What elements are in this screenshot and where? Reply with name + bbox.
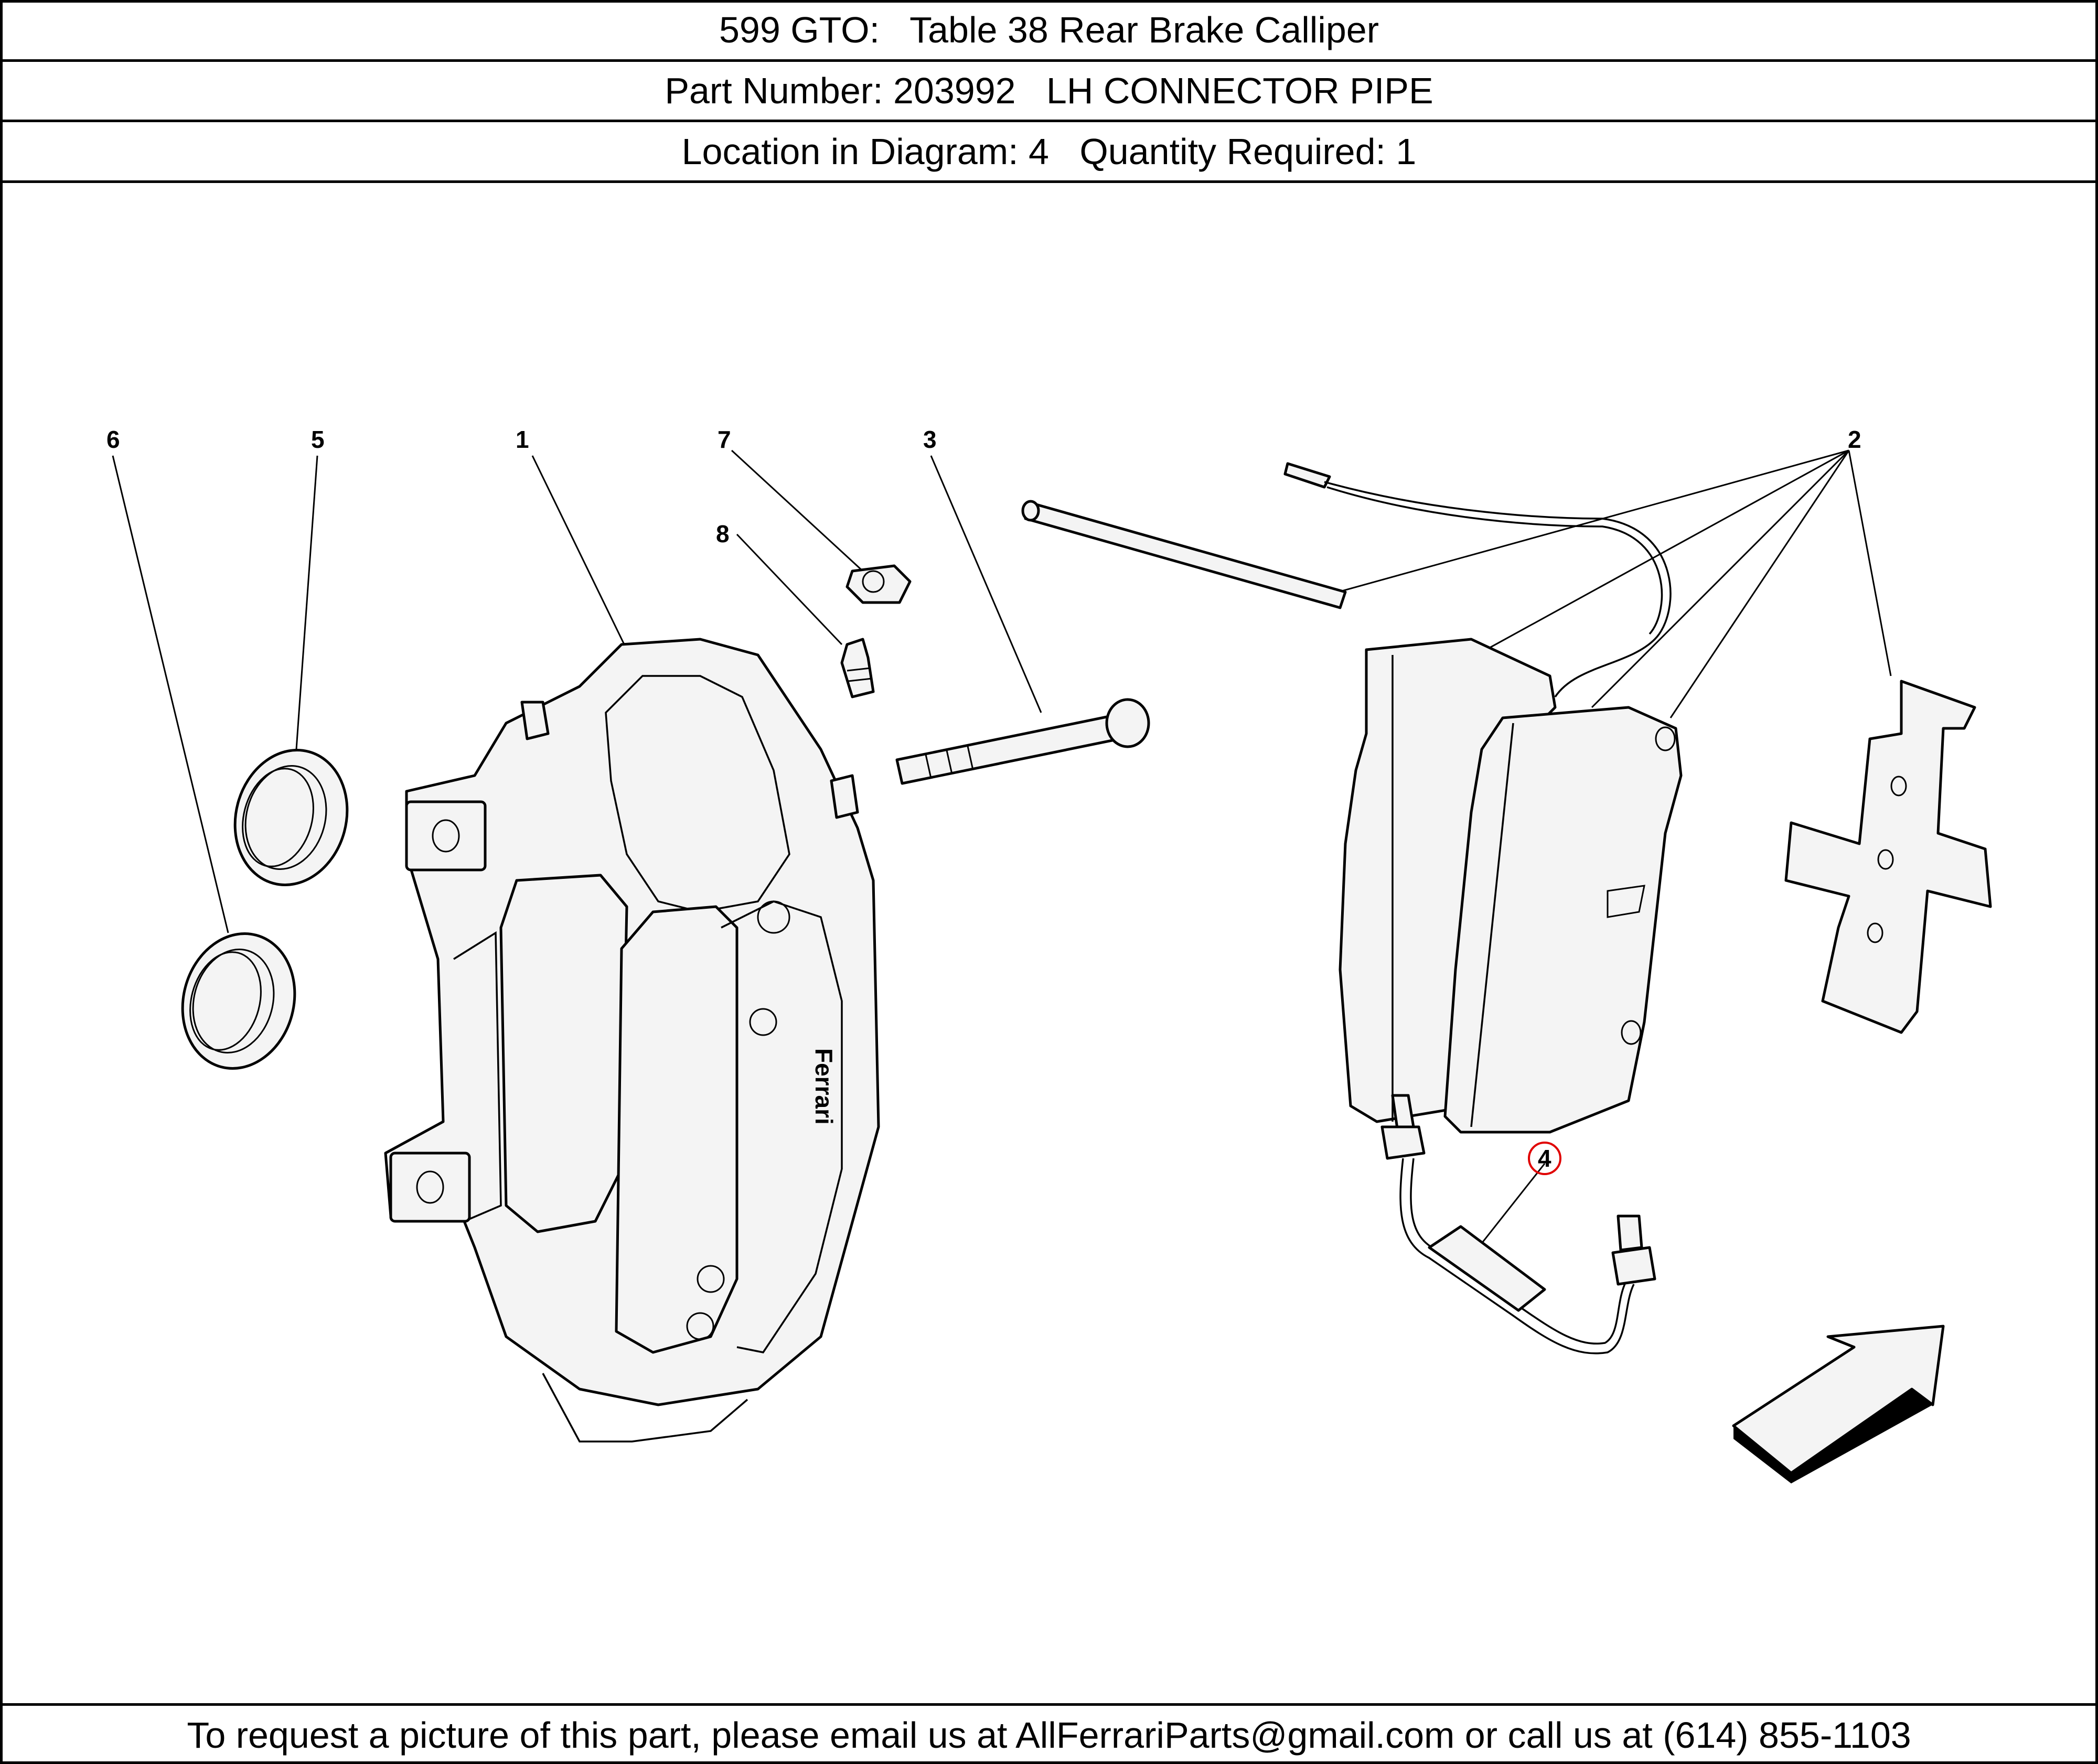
highlight-circle-4 bbox=[1528, 1142, 1561, 1175]
location-quantity-line: Location in Diagram: 4 Quantity Required… bbox=[0, 122, 2098, 183]
anti-rattle-spring bbox=[1784, 680, 1992, 1034]
callout-7: 7 bbox=[718, 426, 731, 453]
retaining-pin-3 bbox=[895, 698, 1150, 785]
bleed-screw-7 bbox=[845, 564, 912, 604]
part-number-line: Part Number: 203992 LH CONNECTOR PIPE bbox=[0, 62, 2098, 122]
callout-labels: 6 5 1 7 3 2 8 4 bbox=[106, 426, 1861, 1175]
bleed-nipple-8 bbox=[840, 638, 875, 698]
direction-arrow bbox=[1732, 1325, 1945, 1483]
page-title: 599 GTO: Table 38 Rear Brake Calliper bbox=[0, 0, 2098, 62]
pad-wear-sensor-wire bbox=[1283, 462, 1672, 697]
seal-ring-5 bbox=[233, 749, 349, 886]
callout-6: 6 bbox=[106, 426, 120, 453]
callout-5: 5 bbox=[311, 426, 325, 453]
contact-footer: To request a picture of this part, pleas… bbox=[0, 1703, 2098, 1764]
callout-1: 1 bbox=[516, 426, 529, 453]
exploded-parts-diagram: Ferrari bbox=[3, 183, 2095, 1703]
leader-lines bbox=[112, 449, 1892, 1264]
brake-pad-inner bbox=[1443, 706, 1683, 1134]
seal-ring-6 bbox=[181, 932, 296, 1070]
pad-retaining-pin bbox=[1021, 500, 1347, 609]
callout-8: 8 bbox=[716, 520, 730, 547]
lh-connector-pipe-4 bbox=[1380, 1094, 1656, 1354]
caliper-brand-text: Ferrari bbox=[810, 1048, 838, 1125]
callout-2: 2 bbox=[1848, 426, 1861, 453]
callout-4: 4 bbox=[1538, 1145, 1551, 1172]
callout-3: 3 bbox=[923, 426, 937, 453]
brake-caliper-body: Ferrari bbox=[384, 638, 880, 1443]
